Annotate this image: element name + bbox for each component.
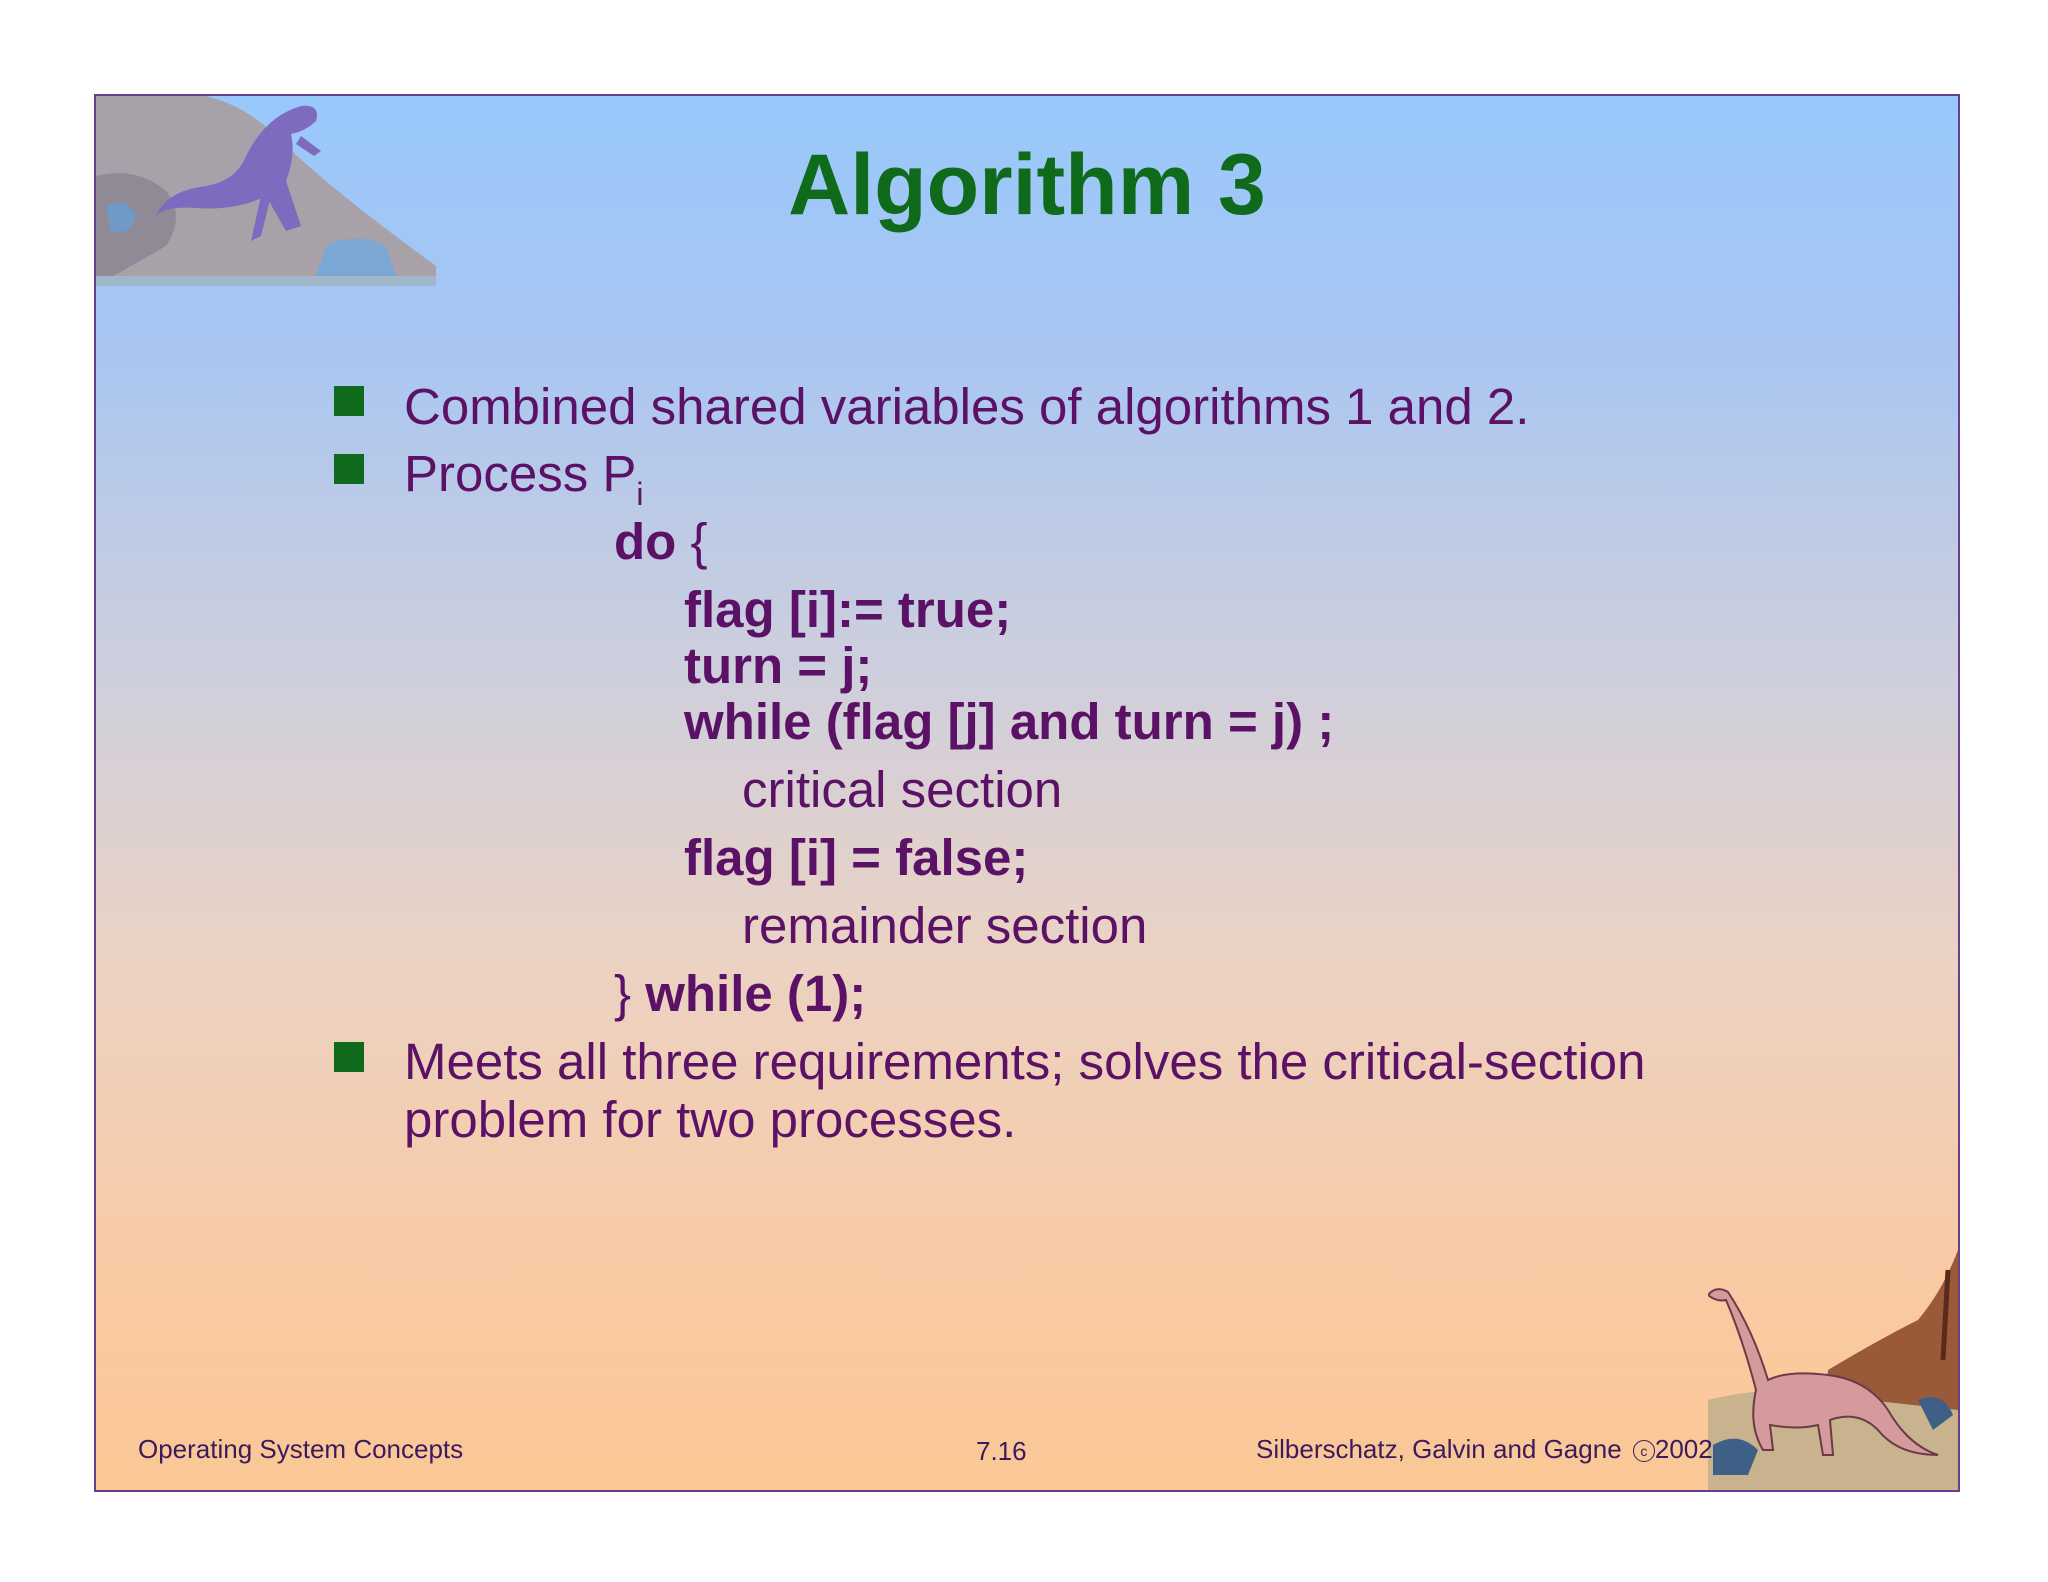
slide: Algorithm 3 Combined shared variables of… [94, 94, 1960, 1492]
code-do-line: do { [614, 513, 708, 570]
remainder-section-label: remainder section [742, 897, 1148, 954]
slide-title: Algorithm 3 [788, 137, 1266, 233]
code-line: flag [i] = false; [684, 829, 1029, 886]
t-rex-illustration [96, 96, 436, 286]
subscript: i [636, 476, 644, 512]
bullet-text: problem for two processes. [404, 1091, 1017, 1148]
critical-section-label: critical section [742, 761, 1063, 818]
copyright-icon: c [1632, 1440, 1655, 1462]
bullet-text: Process Pi [404, 445, 644, 512]
footer-page-number: 7.16 [976, 1436, 1027, 1466]
code-line: flag [i]:= true; [684, 581, 1012, 638]
bullet-square-icon [334, 1042, 364, 1072]
code-line: turn = j; [684, 637, 873, 694]
bullet-text: Combined shared variables of algorithms … [404, 378, 1530, 435]
footer-left: Operating System Concepts [138, 1434, 464, 1464]
code-end-line: } while (1); [614, 965, 867, 1022]
bullet-square-icon [334, 454, 364, 484]
bullet-square-icon [334, 386, 364, 416]
brontosaurus-illustration [1708, 1250, 1958, 1490]
code-line: while (flag [j] and turn = j) ; [684, 693, 1335, 750]
bullet-text: Meets all three requirements; solves the… [404, 1033, 1646, 1090]
